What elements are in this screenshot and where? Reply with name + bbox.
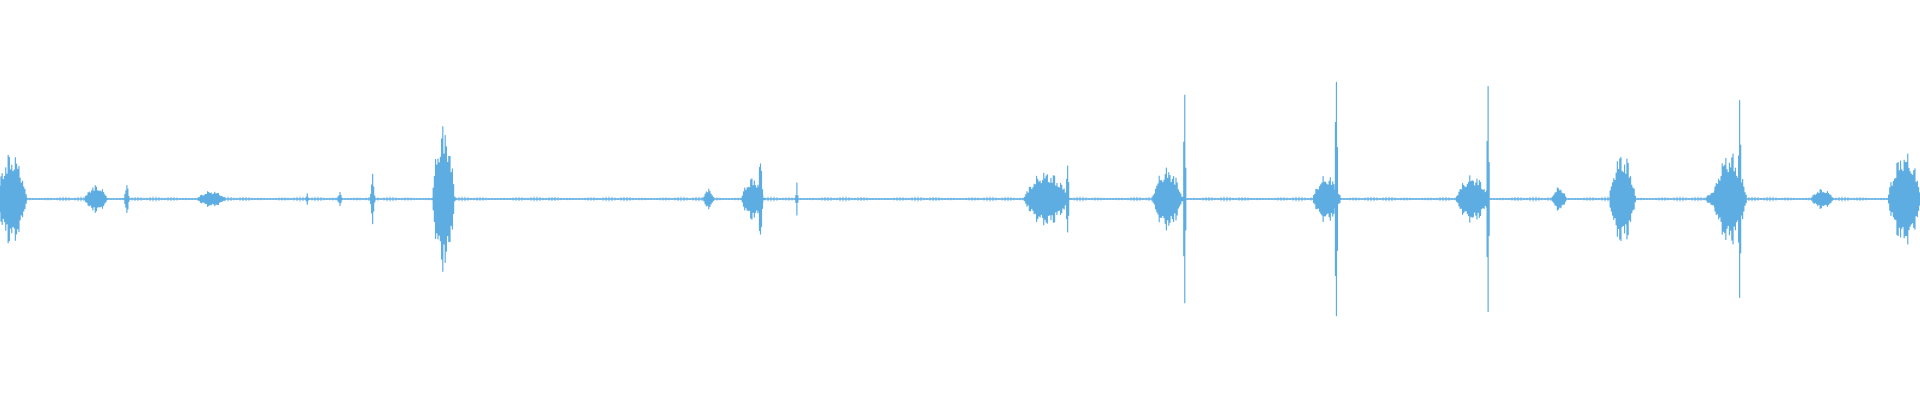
waveform-burst-12 (794, 182, 799, 216)
waveform-burst-3 (122, 185, 131, 213)
waveform-burst-22 (1608, 156, 1636, 242)
waveform-burst-13 (1022, 172, 1070, 226)
waveform-burst-6 (335, 191, 344, 207)
waveform-burst-16 (1181, 94, 1188, 304)
waveform-burst-15 (1151, 167, 1183, 231)
waveform-burst-4 (196, 191, 227, 207)
waveform-burst-18 (1332, 81, 1340, 317)
waveform-burst-25 (1736, 99, 1743, 299)
waveform-burst-7 (368, 173, 377, 225)
waveform-bursts (0, 81, 1920, 317)
waveform-burst-1 (0, 154, 27, 244)
waveform-burst-27 (1886, 153, 1920, 245)
waveform-burst-19 (1454, 175, 1490, 223)
waveform-burst-11 (755, 163, 765, 235)
waveform-burst-8 (431, 126, 456, 272)
waveform-burst-5 (304, 193, 309, 205)
waveform-burst-14 (1064, 165, 1071, 233)
waveform-burst-9 (702, 188, 715, 210)
waveform-burst-2 (83, 185, 108, 213)
waveform-burst-26 (1809, 189, 1834, 209)
waveform-burst-20 (1484, 85, 1491, 313)
waveform-burst-21 (1550, 187, 1567, 211)
